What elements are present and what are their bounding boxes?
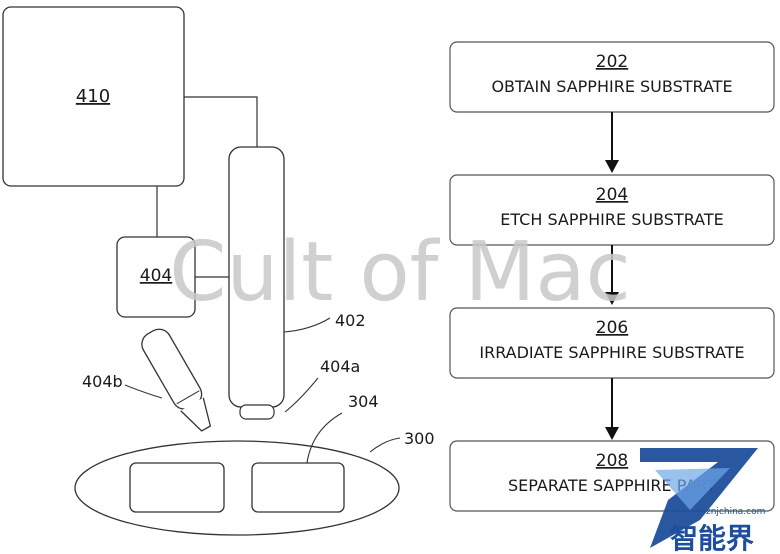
logo-highlight-icon [655,468,730,510]
laser-unit-label: 404 [140,266,172,286]
flow-step-text: SEPARATE SAPPHIRE PART [508,476,716,495]
flow-step-number: 204 [596,185,628,205]
flow-step-number: 202 [596,52,628,72]
substrate-part-right [251,462,345,513]
flow-step-text: OBTAIN SAPPHIRE SUBSTRATE [491,77,732,96]
flow-arrowhead-1 [605,160,619,173]
logo-cn-text: 智能界 [670,522,754,554]
site-logo: znjchina.com 智能界 [640,448,765,554]
watermark-text: Cult of Mac [169,225,630,320]
leader-404a [284,377,319,413]
column-label: 402 [335,311,366,330]
logo-url: znjchina.com [706,507,765,517]
controller-label: 410 [76,86,110,107]
flow-arrowhead-2 [605,292,619,305]
flow-arrowhead-3 [605,427,619,440]
leader-300 [369,437,401,453]
column-nozzle [239,404,275,420]
flow-step-number: 208 [596,451,628,471]
substrate-part-left [129,462,225,513]
beam-b-label: 404b [82,372,123,391]
leader-404b [124,384,163,399]
substrate-label: 300 [404,429,435,448]
controller-column-wire [184,96,258,147]
beam-a-label: 404a [320,357,360,376]
flow-step-number: 206 [596,318,628,338]
leader-304 [306,412,343,464]
leader-402 [283,317,331,333]
substrate-300 [74,440,400,536]
angled-tool-404b [141,328,212,432]
flow-step-text: IRRADIATE SAPPHIRE SUBSTRATE [479,343,744,362]
part-label: 304 [348,392,379,411]
flow-step-text: ETCH SAPPHIRE SUBSTRATE [500,210,724,229]
